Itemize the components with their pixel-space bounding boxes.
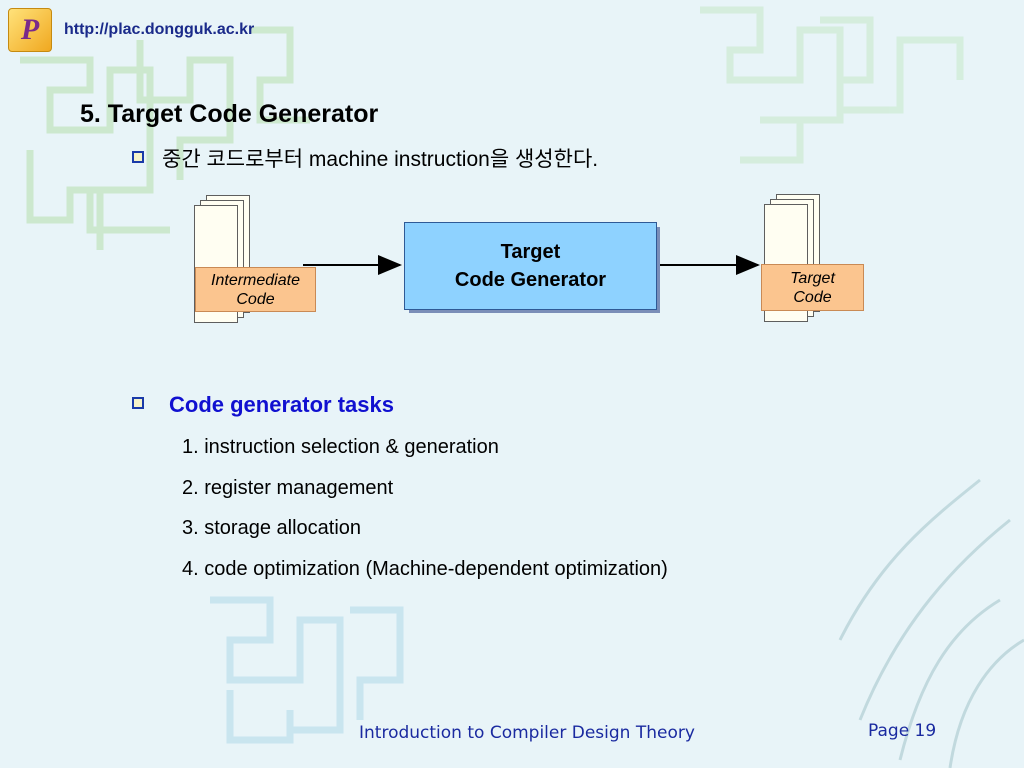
square-bullet-icon <box>132 151 144 163</box>
logo: P <box>8 8 52 52</box>
page-number: Page 19 <box>868 721 937 741</box>
task-item: 2. register management <box>182 477 394 499</box>
slide-subtitle: 중간 코드로부터 machine instruction을 생성한다. <box>162 148 599 171</box>
target-code-generator-box: Target Code Generator <box>404 222 657 310</box>
target-code-label: Target Code <box>761 264 864 311</box>
slide-title: 5. Target Code Generator <box>80 100 379 128</box>
footer-course-title: Introduction to Compiler Design Theory <box>359 723 695 743</box>
square-bullet-icon <box>132 397 144 409</box>
task-item: 3. storage allocation <box>182 517 362 539</box>
task-item: 1. instruction selection & generation <box>182 436 499 458</box>
task-item: 4. code optimization (Machine-dependent … <box>182 558 668 580</box>
header: P http://plac.dongguk.ac.kr <box>8 8 254 52</box>
intermediate-code-label: Intermediate Code <box>195 267 316 312</box>
site-url[interactable]: http://plac.dongguk.ac.kr <box>64 21 255 38</box>
tasks-heading: Code generator tasks <box>169 392 394 417</box>
